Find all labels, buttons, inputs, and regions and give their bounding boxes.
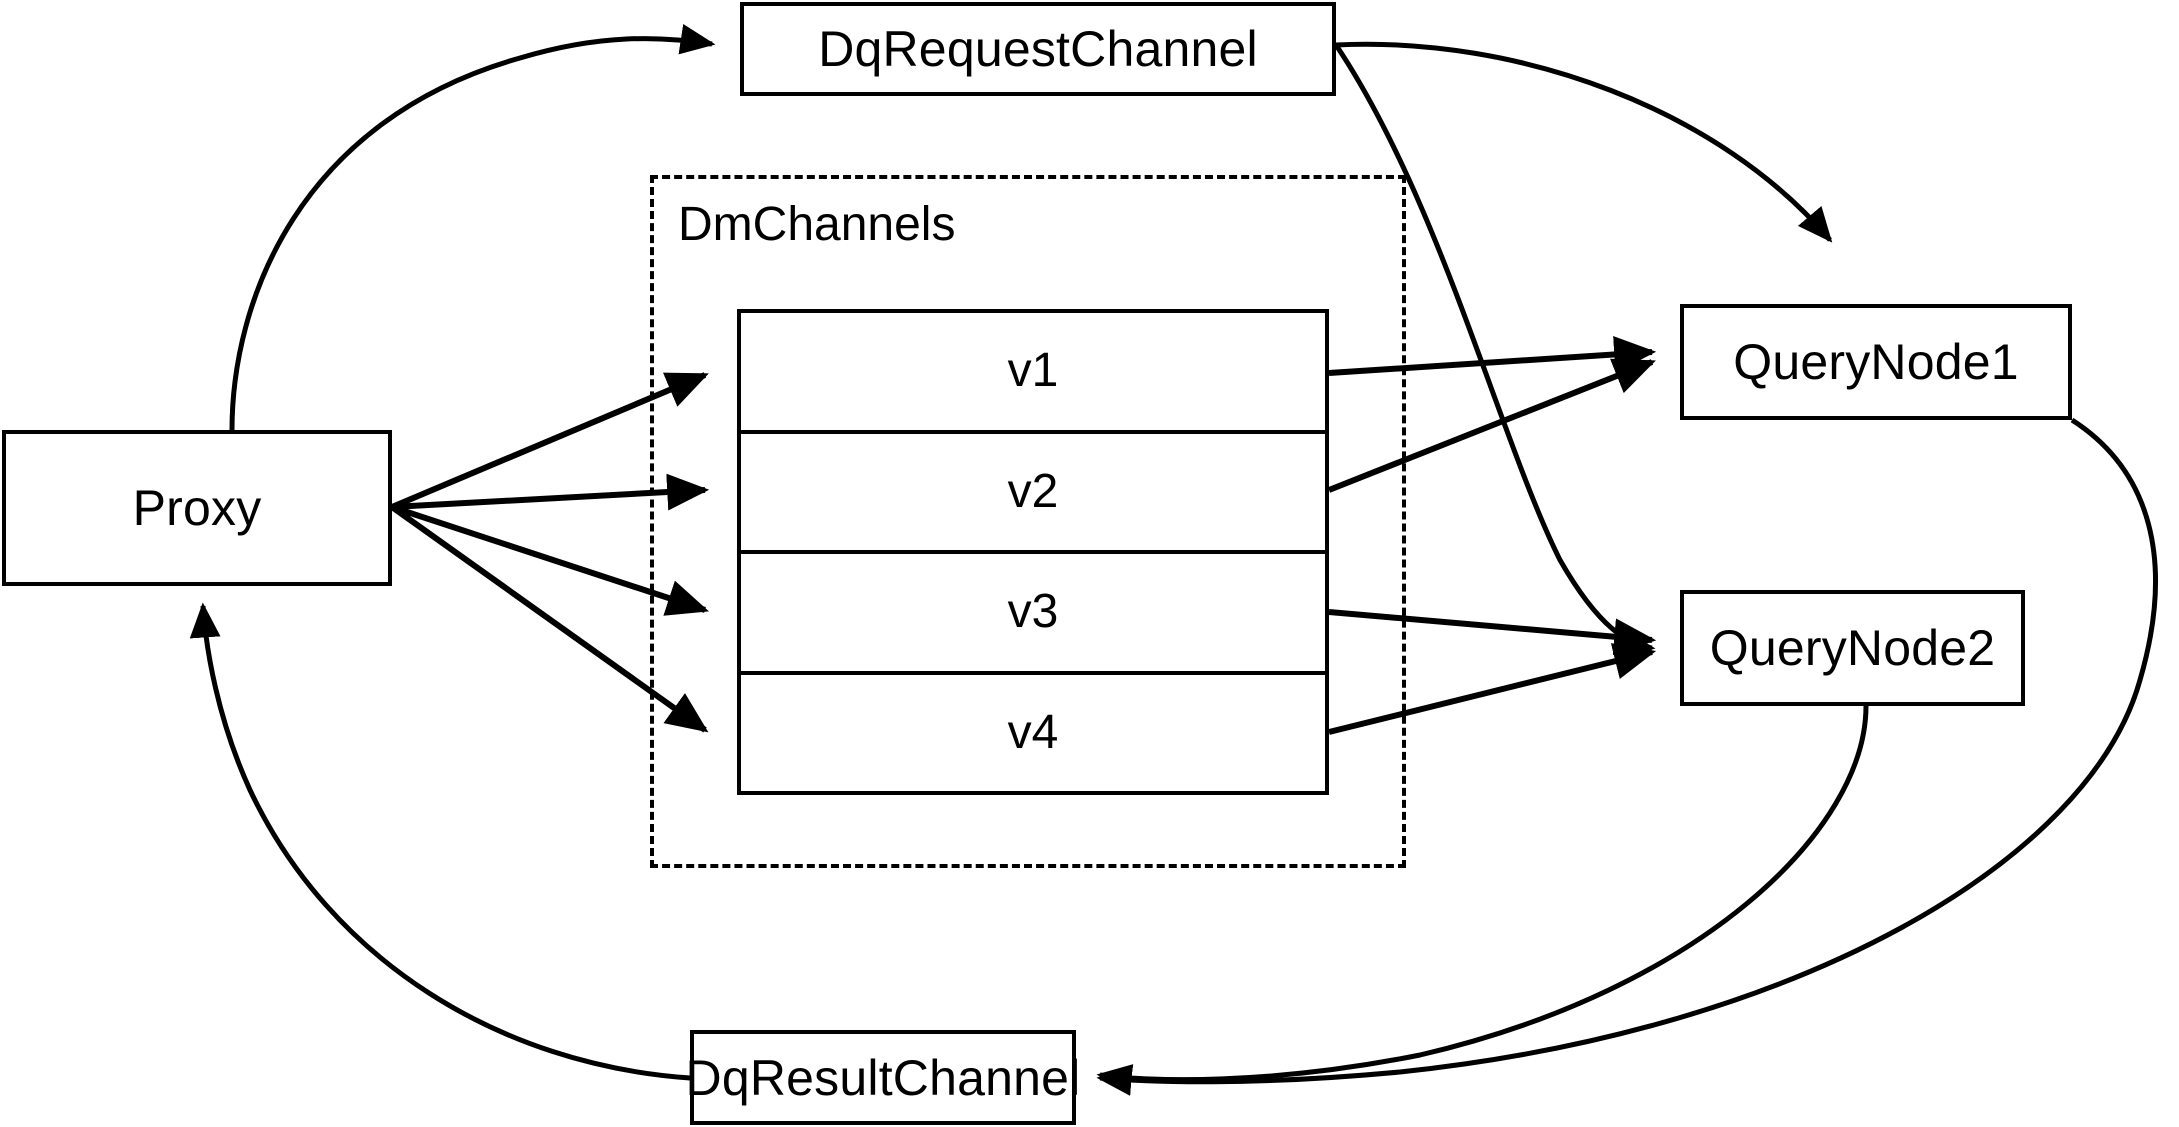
- vchannel-row-v4[interactable]: v4: [741, 675, 1325, 792]
- vchannel-row-v3[interactable]: v3: [741, 554, 1325, 675]
- vchannel-label-v2: v2: [1007, 464, 1059, 518]
- node-proxy[interactable]: Proxy: [2, 430, 392, 586]
- dm-channels-group-label: DmChannels: [678, 198, 956, 251]
- node-query-node-1-label: QueryNode1: [1733, 334, 2019, 390]
- node-dq-result-channel-label: DqResultChannel: [685, 1049, 1081, 1106]
- node-dq-request-channel-label: DqRequestChannel: [818, 21, 1258, 77]
- vchannel-row-v2[interactable]: v2: [741, 434, 1325, 554]
- vchannel-row-v1[interactable]: v1: [741, 313, 1325, 434]
- vchannel-label-v4: v4: [1007, 705, 1059, 759]
- vchannel-table: v1 v2 v3 v4: [737, 309, 1329, 795]
- node-dq-result-channel[interactable]: DqResultChannel: [686, 1030, 1080, 1125]
- node-query-node-2[interactable]: QueryNode2: [1680, 590, 2025, 706]
- edge-dqrequestchannel-to-querynode1: [1335, 41, 1833, 243]
- vchannel-label-v3: v3: [1007, 585, 1059, 639]
- edge-proxy-to-dqrequestchannel: [229, 23, 716, 431]
- node-query-node-2-label: QueryNode2: [1709, 620, 1996, 676]
- node-dq-request-channel[interactable]: DqRequestChannel: [740, 2, 1336, 96]
- edge-dqresultchannel-to-proxy: [189, 602, 691, 1081]
- vchannel-label-v1: v1: [1007, 344, 1059, 398]
- node-query-node-1[interactable]: QueryNode1: [1680, 304, 2072, 420]
- node-proxy-label: Proxy: [132, 480, 262, 536]
